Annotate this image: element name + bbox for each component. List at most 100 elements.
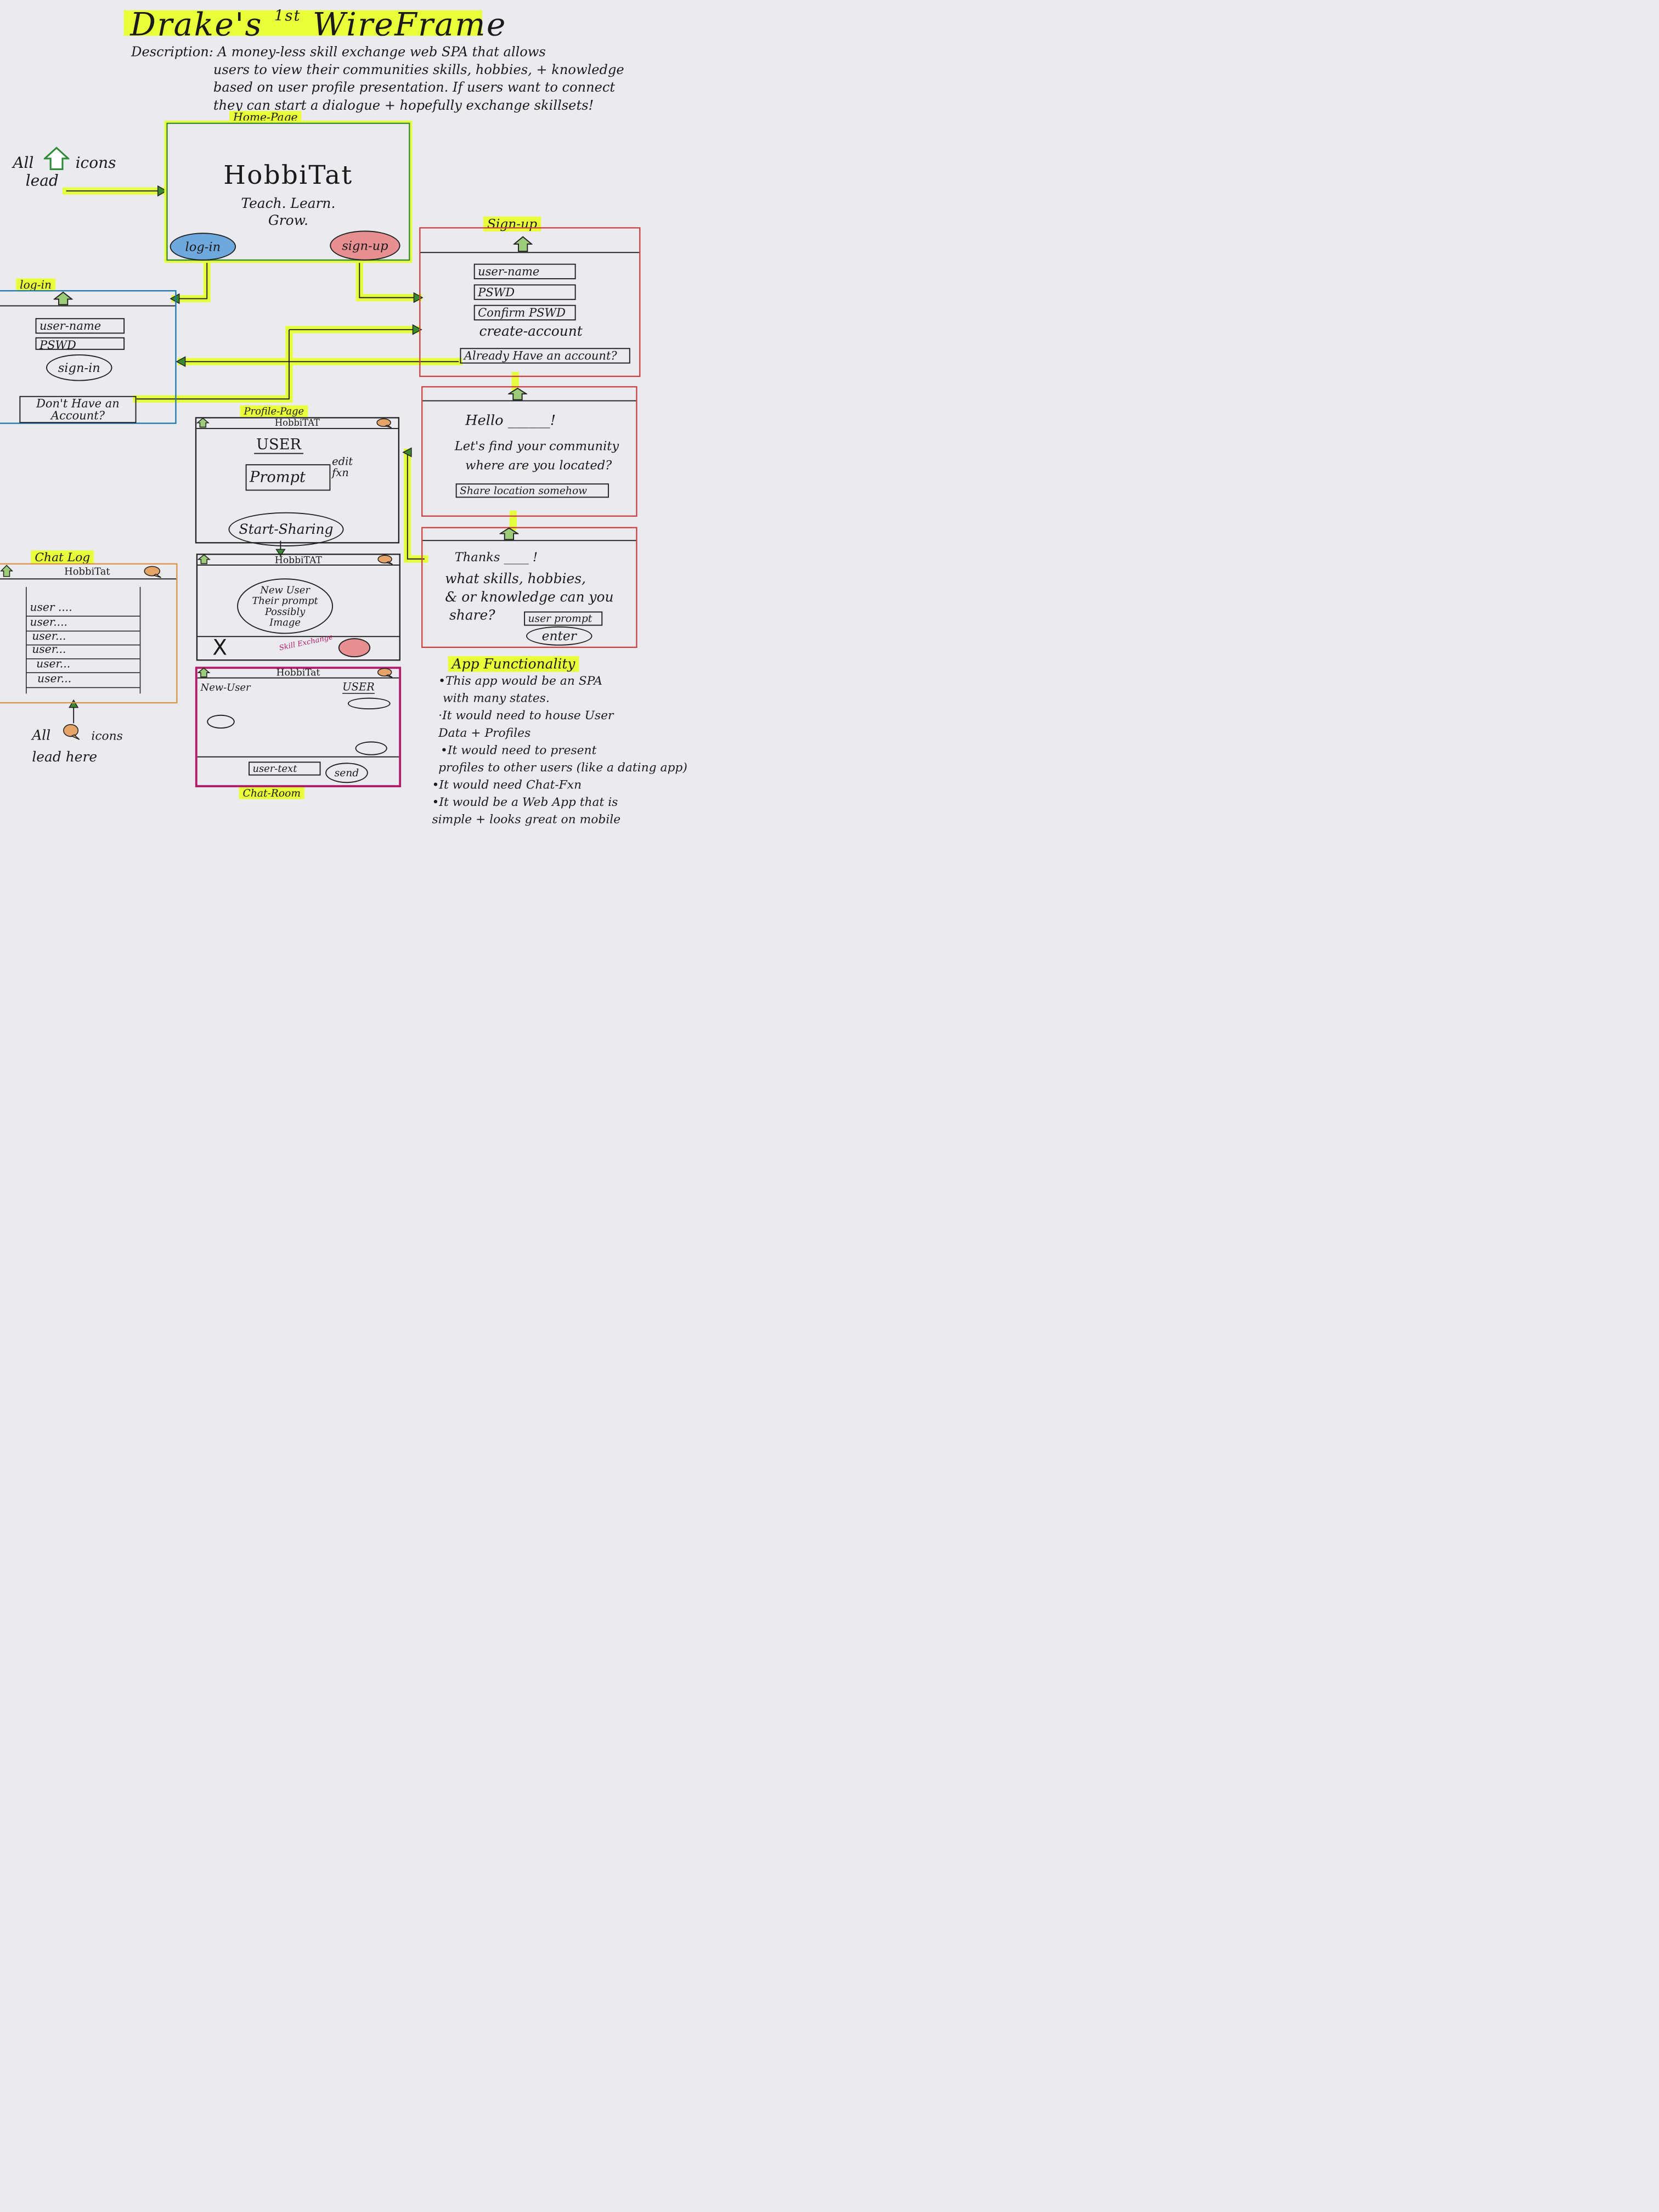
description-line-1: A money-less skill exchange web SPA that…	[217, 43, 546, 60]
login-password-field[interactable]: PSWD	[35, 337, 125, 352]
chatlog-item-1[interactable]: user ....	[30, 601, 72, 614]
skills-home-icon[interactable]	[499, 527, 519, 540]
location-frame: Hello ______! Let's find your community …	[421, 386, 637, 517]
profile-chat-icon[interactable]	[376, 418, 393, 428]
chatlog-frame: HobbiTat user .... user.... user... user…	[0, 563, 178, 704]
location-share-button[interactable]: Share location somehow	[455, 483, 609, 498]
skills-prompt-field[interactable]: user prompt	[524, 611, 603, 626]
card-line-1: New User	[260, 584, 310, 596]
browse-chat-icon[interactable]	[377, 555, 394, 565]
chatroom-self-user: USER	[342, 680, 375, 694]
profile-edit-button[interactable]: edit fxn	[332, 455, 353, 479]
chatroom-send-button[interactable]: send	[325, 763, 368, 783]
chatroom-other-user: New-User	[200, 681, 251, 693]
signup-label: Sign-up	[483, 216, 541, 232]
chatroom-bubble-self-2	[355, 741, 387, 755]
reject-button[interactable]: X	[212, 635, 227, 660]
skills-line-1: what skills, hobbies,	[445, 571, 586, 587]
home-tagline-2: Grow.	[268, 212, 308, 229]
signup-username-field[interactable]: user-name	[473, 263, 576, 280]
chatlog-item-4[interactable]: user...	[32, 642, 66, 656]
chatroom-text-input[interactable]: user-text	[249, 761, 321, 776]
chatlog-brand: HobbiTat	[64, 565, 110, 577]
profile-label: Profile-Page	[240, 405, 308, 417]
chatroom-chat-icon[interactable]	[376, 668, 393, 678]
profile-frame: HobbiTAT USER Prompt edit fxn Start-Shar…	[195, 417, 400, 546]
profile-card[interactable]: New User Their prompt Possibly Image	[237, 578, 334, 634]
signup-have-account-link[interactable]: Already Have an account?	[460, 348, 630, 364]
signup-home-icon[interactable]	[513, 236, 533, 252]
location-line-1: Let's find your community	[454, 438, 619, 454]
home-signup-button[interactable]: sign-up	[330, 230, 400, 261]
chatroom-brand: HobbiTat	[276, 667, 320, 678]
description-line-3: based on user profile presentation. If u…	[213, 79, 616, 95]
signup-frame: user-name PSWD Confirm PSWD create-accou…	[419, 227, 641, 377]
description-line-2: users to view their communities skills, …	[213, 61, 624, 77]
home-tagline-1: Teach. Learn.	[241, 195, 336, 212]
browse-frame: HobbiTAT New User Their prompt Possibly …	[196, 554, 400, 661]
login-signin-button[interactable]: sign-in	[46, 354, 112, 381]
functionality-line-5: •It would need to present	[441, 743, 597, 757]
title-highlight	[123, 10, 482, 36]
flow-connectors	[62, 185, 519, 724]
location-line-2: where are you located?	[465, 458, 612, 473]
browse-home-icon[interactable]	[198, 554, 211, 565]
location-hello: Hello ______!	[465, 411, 556, 428]
description-label: Description:	[131, 43, 213, 60]
chatlog-chat-icon[interactable]	[143, 566, 162, 578]
chat-icons-note: All icons lead here	[32, 727, 123, 765]
chatroom-label: Chat-Room	[239, 787, 305, 799]
chatlog-label: Chat Log	[31, 550, 94, 565]
functionality-list: •This app would be an SPA with many stat…	[432, 672, 687, 828]
profile-brand: HobbiTAT	[274, 417, 320, 428]
home-icon	[43, 146, 70, 170]
profile-user-heading: USER	[254, 436, 303, 454]
chatlog-item-5[interactable]: user...	[36, 657, 71, 670]
skills-line-3: share?	[449, 607, 495, 623]
description: Description: A money-less skill exchange…	[131, 43, 639, 114]
chatlog-list: user .... user.... user... user... user.…	[26, 586, 141, 694]
wireframe-sheet: Drake's 1st WireFrame Description: A mon…	[0, 0, 687, 860]
chatlog-home-icon[interactable]	[0, 565, 13, 577]
description-line-4: they can start a dialogue + hopefully ex…	[213, 97, 594, 113]
functionality-line-3: ·It would need to house User	[438, 708, 614, 723]
functionality-line-6: profiles to other users (like a dating a…	[438, 760, 687, 775]
chatroom-bubble-other-1	[207, 714, 235, 729]
login-label: log-in	[16, 278, 56, 291]
functionality-line-2: with many states.	[442, 691, 550, 705]
skills-line-2: & or knowledge can you	[445, 589, 614, 605]
location-home-icon[interactable]	[507, 387, 527, 400]
chatlog-item-3[interactable]: user...	[32, 629, 66, 642]
home-icons-note: All icons lead	[13, 154, 116, 190]
functionality-line-8: •It would be a Web App that is	[432, 795, 618, 809]
chat-icon	[63, 724, 80, 740]
login-no-account-link[interactable]: Don't Have an Account?	[19, 396, 137, 424]
profile-start-sharing-button[interactable]: Start-Sharing	[228, 512, 344, 546]
page-title: Drake's 1st WireFrame	[130, 5, 507, 43]
chatroom-home-icon[interactable]	[197, 667, 211, 678]
profile-home-icon[interactable]	[196, 417, 210, 428]
exchange-button[interactable]	[338, 638, 371, 658]
skills-frame: Thanks ____ ! what skills, hobbies, & or…	[421, 527, 637, 648]
chatlog-item-2[interactable]: user....	[30, 616, 67, 629]
chatlog-item-6[interactable]: user...	[37, 672, 72, 685]
card-line-4: Image	[269, 616, 301, 628]
skills-enter-button[interactable]: enter	[526, 626, 592, 646]
chatroom-bubble-self-1	[347, 697, 391, 710]
home-brand: HobbiTat	[223, 160, 353, 190]
card-line-3: Possibly	[264, 606, 306, 618]
home-page-label: Home-Page	[229, 111, 302, 124]
signup-confirm-field[interactable]: Confirm PSWD	[473, 304, 576, 321]
skills-thanks: Thanks ____ !	[454, 549, 538, 565]
home-login-button[interactable]: log-in	[170, 233, 236, 261]
signup-password-field[interactable]: PSWD	[473, 284, 576, 300]
chatroom-frame: HobbiTat New-User USER user-text send	[195, 667, 402, 788]
profile-prompt-box: Prompt	[245, 464, 331, 491]
functionality-line-9: simple + looks great on mobile	[432, 812, 621, 826]
card-line-2: Their prompt	[252, 595, 318, 607]
functionality-line-1: •This app would be an SPA	[438, 674, 603, 688]
login-home-icon[interactable]	[53, 291, 73, 306]
functionality-line-4: Data + Profiles	[438, 725, 531, 740]
login-username-field[interactable]: user-name	[35, 318, 125, 334]
signup-create-account-button[interactable]: create-account	[479, 323, 583, 340]
